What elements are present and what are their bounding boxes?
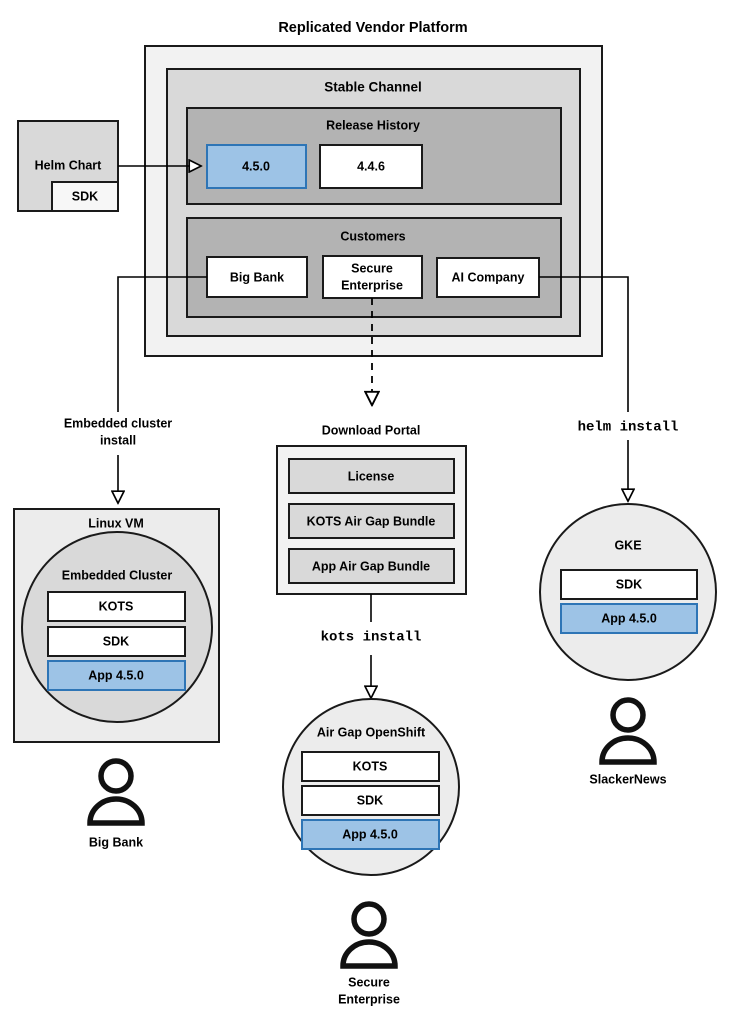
component-kots[interactable]: KOTS xyxy=(301,751,440,782)
release-version-label: 4.4.6 xyxy=(357,159,385,173)
ai-company-to-gke-connector xyxy=(539,276,629,412)
customer-card-ai-company[interactable]: AI Company xyxy=(436,257,540,298)
helm-chart-node: Helm Chart SDK xyxy=(17,120,119,212)
customer-name-label: Big Bank xyxy=(230,270,284,284)
embedded-cluster-install-label-line1: Embedded cluster xyxy=(64,416,172,430)
artifact-label: KOTS Air Gap Bundle xyxy=(307,514,436,528)
kots-install-label: kots install xyxy=(321,630,422,646)
component-label: SDK xyxy=(357,793,383,807)
component-kots[interactable]: KOTS xyxy=(47,591,186,622)
download-artifact-kots-air-gap-bundle[interactable]: KOTS Air Gap Bundle xyxy=(288,503,455,539)
release-history-container: Release History 4.5.0 4.4.6 xyxy=(186,107,562,205)
component-label: App 4.5.0 xyxy=(342,827,398,841)
avatar-label: Big Bank xyxy=(89,835,143,849)
customer-card-secure-enterprise[interactable]: Secure Enterprise xyxy=(322,255,423,299)
stable-channel-label: Stable Channel xyxy=(324,80,422,95)
artifact-label: App Air Gap Bundle xyxy=(312,559,430,573)
customer-avatar-big-bank: Big Bank xyxy=(87,758,145,849)
helm-install-label: helm install xyxy=(578,420,679,436)
gke-label: GKE xyxy=(614,538,641,552)
component-sdk[interactable]: SDK xyxy=(301,785,440,816)
customer-name-label-line2: Enterprise xyxy=(341,278,403,292)
download-artifact-license[interactable]: License xyxy=(288,458,455,494)
air-gap-openshift-label: Air Gap OpenShift xyxy=(317,725,426,739)
helm-chart-sdk-label: SDK xyxy=(72,189,98,203)
component-app[interactable]: App 4.5.0 xyxy=(47,660,186,691)
component-sdk[interactable]: SDK xyxy=(47,626,186,657)
component-label: SDK xyxy=(103,634,129,648)
big-bank-to-linux-vm-connector xyxy=(117,276,207,412)
component-label: KOTS xyxy=(353,759,388,773)
component-app[interactable]: App 4.5.0 xyxy=(301,819,440,850)
helm-chart-label: Helm Chart xyxy=(35,158,103,172)
target-air-gap-openshift: Air Gap OpenShift KOTS SDK App 4.5.0 xyxy=(282,698,460,876)
download-portal-node: Download Portal License KOTS Air Gap Bun… xyxy=(276,423,467,595)
embedded-cluster-label: Embedded Cluster xyxy=(62,568,173,582)
customer-card-big-bank[interactable]: Big Bank xyxy=(206,256,308,298)
embedded-cluster-install-label-line2: install xyxy=(100,433,136,447)
customer-avatar-secure-enterprise: Secure Enterprise xyxy=(338,901,400,1006)
component-sdk[interactable]: SDK xyxy=(560,569,698,600)
artifact-label: License xyxy=(348,469,395,483)
avatar-label: SlackerNews xyxy=(589,772,666,786)
avatar-label-line1: Secure xyxy=(348,975,390,989)
target-linux-vm: Linux VM Embedded Cluster KOTS SDK App 4… xyxy=(13,508,220,743)
customer-avatar-slackernews: SlackerNews xyxy=(589,697,667,786)
release-card-4-4-6[interactable]: 4.4.6 xyxy=(319,144,423,189)
release-history-label: Release History xyxy=(326,118,420,132)
release-version-label: 4.5.0 xyxy=(242,159,270,173)
download-artifact-app-air-gap-bundle[interactable]: App Air Gap Bundle xyxy=(288,548,455,584)
component-label: KOTS xyxy=(99,599,134,613)
component-label: App 4.5.0 xyxy=(601,611,657,625)
release-card-4-5-0[interactable]: 4.5.0 xyxy=(206,144,307,189)
page-title: Replicated Vendor Platform xyxy=(278,20,467,36)
target-gke: GKE SDK App 4.5.0 xyxy=(539,503,717,681)
customer-name-label-line1: Secure xyxy=(351,261,393,275)
replicated-vendor-platform-container: Stable Channel Release History 4.5.0 4.4… xyxy=(144,45,603,357)
component-label: App 4.5.0 xyxy=(88,668,144,682)
customer-name-label: AI Company xyxy=(452,270,525,284)
stable-channel-container: Stable Channel Release History 4.5.0 4.4… xyxy=(166,68,581,337)
component-app[interactable]: App 4.5.0 xyxy=(560,603,698,634)
avatar-label-line2: Enterprise xyxy=(338,992,400,1006)
component-label: SDK xyxy=(616,577,642,591)
customers-container: Customers Big Bank Secure Enterprise AI … xyxy=(186,217,562,318)
download-portal-label: Download Portal xyxy=(322,423,421,437)
customers-label: Customers xyxy=(340,229,405,243)
linux-vm-label: Linux VM xyxy=(88,516,144,530)
